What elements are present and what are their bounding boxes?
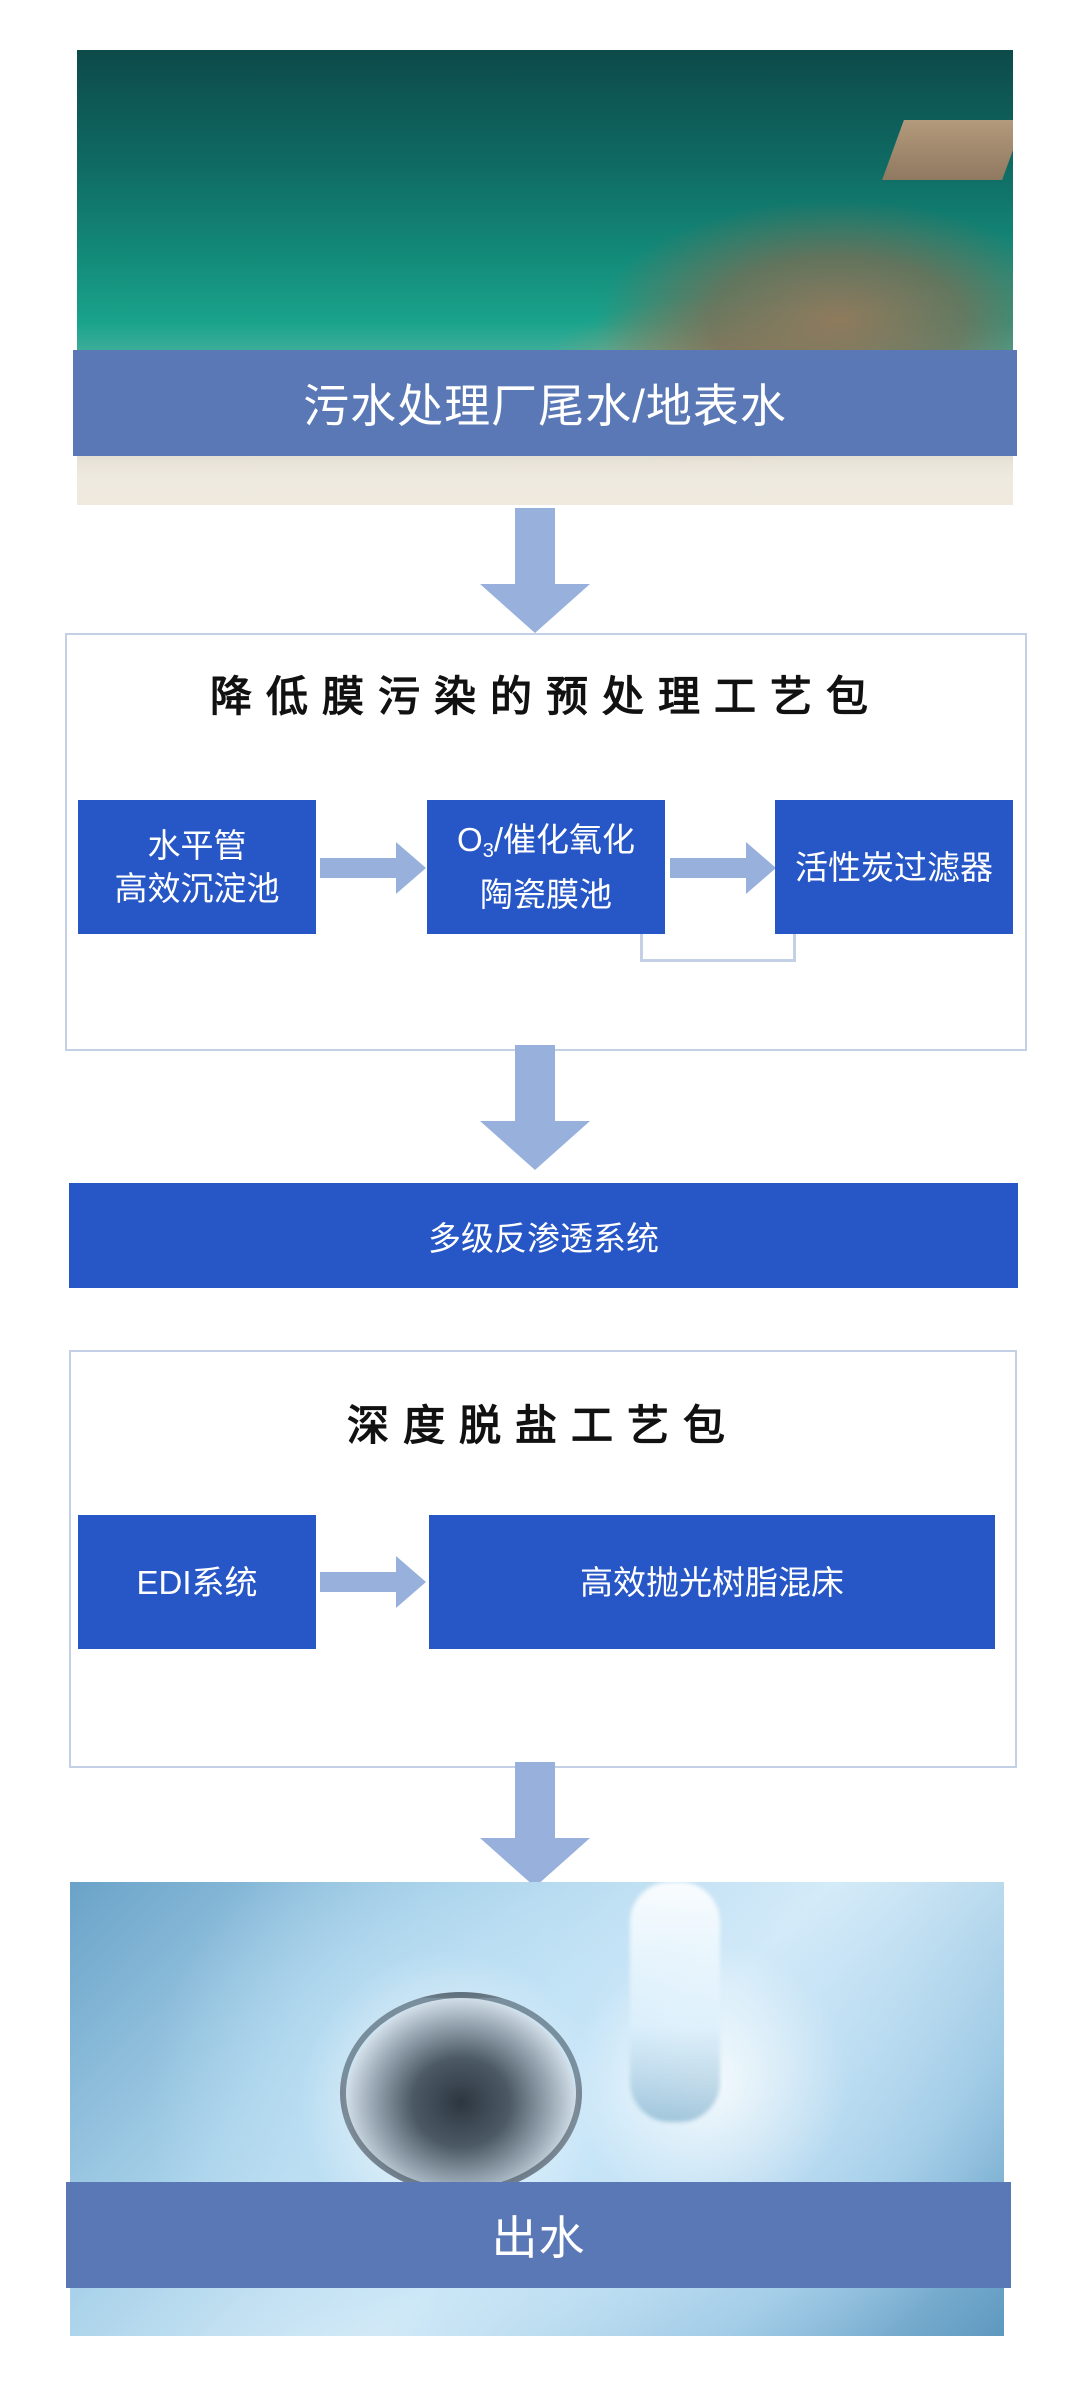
step-label-line2: 陶瓷膜池 [480, 876, 612, 913]
sink-drain-shape [340, 1992, 582, 2194]
flow-arrow-down-1 [480, 508, 590, 633]
ro-system-label: 多级反渗透系统 [428, 1219, 659, 1257]
outfall-pipe-shape [882, 120, 1013, 180]
desalination-package-title: 深度脱盐工艺包 [346, 1402, 739, 1449]
flow-arrow-down-2 [480, 1045, 590, 1170]
flow-arrow-right-2 [670, 842, 776, 894]
process-step-polishing-resin-mixed-bed: 高效抛光树脂混床 [429, 1515, 995, 1649]
flow-arrow-right-3 [320, 1556, 426, 1608]
process-step-activated-carbon-filter: 活性炭过滤器 [775, 800, 1013, 934]
recycle-bracket-connector [640, 934, 796, 962]
output-banner: 出水 [66, 2182, 1011, 2288]
flow-arrow-right-1 [320, 842, 426, 894]
source-label: 污水处理厂尾水/地表水 [303, 380, 787, 432]
step-label-line1: 水平管 [147, 827, 247, 864]
step-label: 活性炭过滤器 [795, 848, 993, 886]
process-step-ozone-ceramic-membrane: O3/催化氧化 陶瓷膜池 [427, 800, 665, 934]
ozone-symbol: O [457, 821, 483, 858]
pretreatment-package-title: 降低膜污染的预处理工艺包 [209, 673, 882, 720]
step-label: 高效抛光树脂混床 [580, 1563, 844, 1601]
water-stream-shape [630, 1882, 720, 2122]
step-label: EDI系统 [136, 1563, 258, 1601]
flow-arrow-down-3 [480, 1762, 590, 1887]
process-step-edi: EDI系统 [78, 1515, 316, 1649]
step-label-line2: 高效沉淀池 [114, 870, 280, 907]
ozone-subscript: 3 [482, 840, 494, 862]
step-label-line1: /催化氧化 [493, 821, 635, 858]
ro-system-box: 多级反渗透系统 [69, 1183, 1018, 1288]
source-banner: 污水处理厂尾水/地表水 [73, 350, 1017, 456]
process-step-sedimentation: 水平管 高效沉淀池 [78, 800, 316, 934]
output-label: 出水 [491, 2212, 586, 2264]
